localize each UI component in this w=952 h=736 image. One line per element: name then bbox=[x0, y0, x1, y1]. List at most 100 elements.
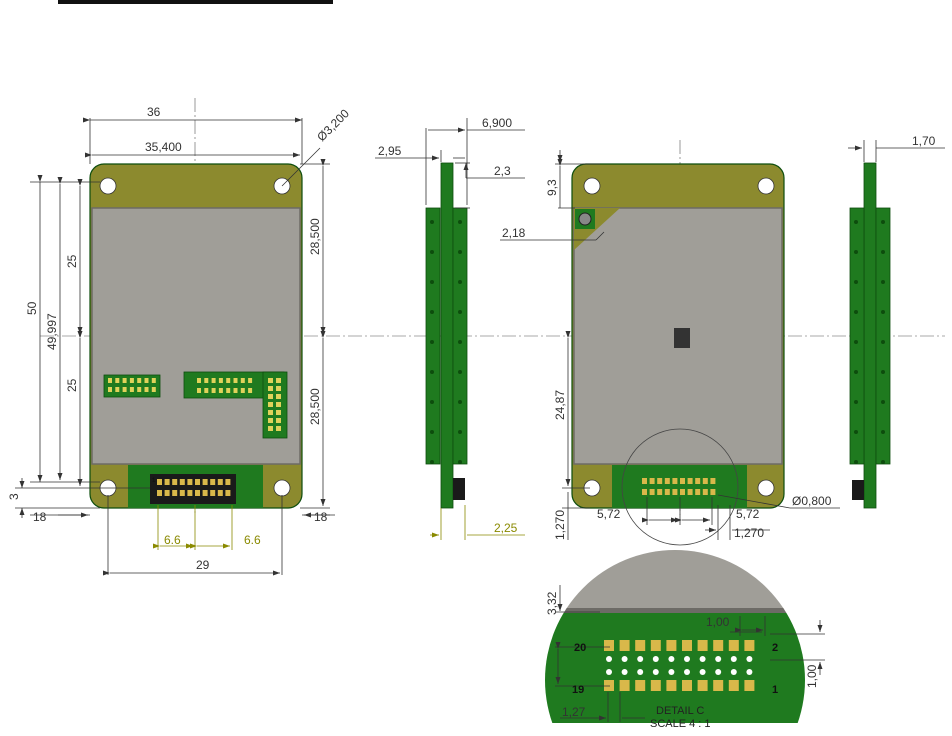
connector-pad bbox=[268, 418, 273, 423]
dim-2487: 24,87 bbox=[553, 390, 567, 420]
connector-pad bbox=[219, 388, 223, 393]
header-pad bbox=[710, 478, 715, 484]
detail-via bbox=[684, 669, 690, 675]
back-mount-hole-br bbox=[758, 480, 774, 496]
detail-pad bbox=[635, 680, 645, 691]
front-l-connector-vertical bbox=[263, 372, 287, 438]
connector-pad bbox=[212, 388, 216, 393]
connector-pad bbox=[234, 378, 238, 383]
side-shield-right bbox=[453, 208, 467, 464]
header-pad bbox=[672, 489, 677, 495]
side-pad-dot bbox=[430, 340, 434, 344]
connector-pad bbox=[108, 387, 112, 392]
front-view bbox=[90, 148, 320, 508]
detail-pad bbox=[651, 640, 661, 651]
back-bottom-pcb bbox=[612, 465, 747, 508]
header-pad bbox=[710, 489, 715, 495]
dim-100-horizontal: 1,00 bbox=[706, 615, 730, 629]
header-pin bbox=[157, 490, 162, 496]
side-pad-dot bbox=[430, 310, 434, 314]
side2-shield-right bbox=[876, 208, 890, 464]
connector-pad bbox=[212, 378, 216, 383]
detail-pad bbox=[729, 680, 739, 691]
detail-via bbox=[668, 656, 674, 662]
back-center-chip bbox=[674, 328, 690, 348]
header-pin bbox=[210, 479, 215, 485]
side-pad-dot bbox=[881, 340, 885, 344]
header-pad bbox=[672, 478, 677, 484]
header-pin bbox=[195, 490, 200, 496]
connector-pad bbox=[268, 410, 273, 415]
side-pad-dot bbox=[881, 280, 885, 284]
dim-25-top: 25 bbox=[65, 254, 79, 268]
header-pin bbox=[218, 490, 223, 496]
header-pad bbox=[695, 478, 700, 484]
side-pad-dot bbox=[881, 220, 885, 224]
pin-label-1: 1 bbox=[772, 684, 778, 696]
header-pad bbox=[680, 489, 685, 495]
detail-scale: SCALE 4 : 1 bbox=[650, 718, 711, 730]
detail-via bbox=[715, 669, 721, 675]
pin-label-2: 2 bbox=[772, 642, 778, 654]
header-pad bbox=[650, 489, 655, 495]
detail-title: DETAIL C bbox=[656, 705, 704, 717]
header-pin bbox=[165, 479, 170, 485]
header-pin bbox=[172, 479, 177, 485]
pin-label-20: 20 bbox=[574, 642, 586, 654]
dim-29: 29 bbox=[196, 558, 210, 572]
header-pad bbox=[688, 478, 693, 484]
dim-218: 2,18 bbox=[502, 226, 526, 240]
connector-pad bbox=[123, 378, 127, 383]
header-pad bbox=[650, 478, 655, 484]
connector-pad bbox=[276, 418, 281, 423]
side-pad-dot bbox=[881, 310, 885, 314]
header-pin bbox=[195, 479, 200, 485]
dim-35400: 35,400 bbox=[145, 140, 182, 154]
antenna-connector-ring bbox=[579, 213, 591, 225]
back-view bbox=[572, 164, 784, 545]
side2-shield-left bbox=[850, 208, 864, 464]
dim-127: 1,27 bbox=[562, 705, 586, 719]
header-pad bbox=[642, 478, 647, 484]
dim-49997: 49,997 bbox=[45, 313, 59, 350]
connector-pad bbox=[268, 378, 273, 383]
side-pad-dot bbox=[854, 250, 858, 254]
header-pin bbox=[225, 479, 230, 485]
dim-dia-3200: Ø3,200 bbox=[314, 106, 352, 144]
header-pad bbox=[688, 489, 693, 495]
connector-pad bbox=[276, 402, 281, 407]
side-pad-dot bbox=[458, 430, 462, 434]
header-pin bbox=[225, 490, 230, 496]
side-pcb bbox=[441, 163, 453, 508]
dim-6900: 6,900 bbox=[482, 116, 512, 130]
header-pad bbox=[665, 489, 670, 495]
side2-connector bbox=[852, 480, 864, 500]
detail-pad bbox=[666, 640, 676, 651]
side-pad-dot bbox=[881, 430, 885, 434]
connector-pad bbox=[145, 387, 149, 392]
dim-295: 2,95 bbox=[378, 144, 402, 158]
dim-25-bottom: 25 bbox=[65, 378, 79, 392]
detail-pad bbox=[698, 680, 708, 691]
connector-pad bbox=[268, 402, 273, 407]
detail-via bbox=[668, 669, 674, 675]
side-pad-dot bbox=[854, 430, 858, 434]
detail-via bbox=[622, 669, 628, 675]
side-pad-dot bbox=[430, 460, 434, 464]
side-pad-dot bbox=[458, 370, 462, 374]
front-header bbox=[150, 474, 236, 504]
dim-36: 36 bbox=[147, 105, 161, 119]
side-pad-dot bbox=[430, 430, 434, 434]
connector-pad bbox=[145, 378, 149, 383]
header-pin bbox=[172, 490, 177, 496]
front-mount-hole-tl bbox=[100, 178, 116, 194]
detail-via bbox=[653, 656, 659, 662]
detail-pad bbox=[713, 680, 723, 691]
detail-via bbox=[731, 669, 737, 675]
dim-6-6-left: 6.6 bbox=[164, 533, 181, 547]
connector-pad bbox=[268, 386, 273, 391]
dim-1270-horizontal: 1,270 bbox=[734, 526, 764, 540]
detail-pad bbox=[604, 680, 614, 691]
detail-via bbox=[700, 656, 706, 662]
side-pad-dot bbox=[881, 370, 885, 374]
